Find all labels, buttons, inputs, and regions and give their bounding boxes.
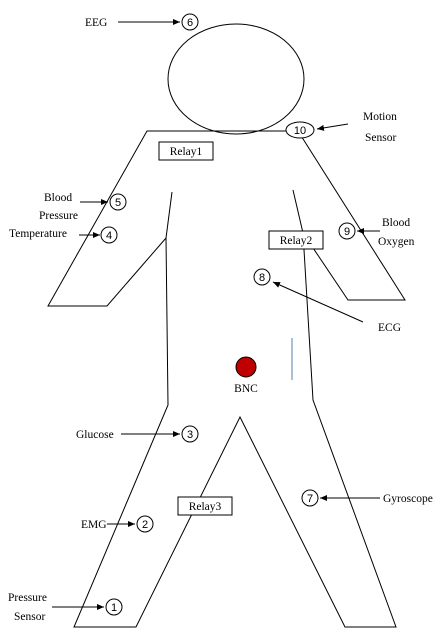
glucose-label: Glucose: [76, 429, 114, 441]
gyroscope-label: Gyroscope: [383, 493, 433, 505]
body-outline: [47, 130, 406, 628]
blood-pressure-label-line1: Blood: [44, 192, 72, 204]
sensor-5-marker: [109, 193, 127, 211]
sensor-4-marker: [100, 226, 118, 244]
sensor-10-marker: [285, 121, 315, 139]
sensor-1-marker: [105, 598, 123, 616]
sensor-6-number: 6: [187, 17, 193, 29]
ecg-label: ECG: [378, 322, 401, 334]
sensor-7-number: 7: [307, 493, 313, 505]
pressure-sensor-label-line1: Pressure: [8, 592, 47, 604]
bnc-dot: [235, 356, 257, 378]
sensor-6-marker: [181, 13, 199, 31]
sensor-3-marker: [181, 425, 199, 443]
blood-oxygen-label-line2: Oxygen: [378, 236, 415, 248]
sensor-8-marker: [253, 268, 271, 286]
sensor-1-number: 1: [111, 602, 117, 614]
relay2-label: Relay2: [280, 235, 313, 247]
sensor-2-number: 2: [142, 519, 148, 531]
sensor-9-marker: [338, 222, 356, 240]
relay1-label: Relay1: [170, 146, 203, 158]
sensor-2-marker: [136, 515, 154, 533]
sensor-9-number: 9: [344, 226, 350, 238]
motion-label-line2: Sensor: [365, 132, 396, 144]
head-outline: [167, 23, 305, 135]
sensor-7-marker: [301, 489, 319, 507]
bnc-label: BNC: [234, 383, 258, 395]
left-arm-inner-line: [165, 191, 173, 239]
pressure-sensor-label-line2: Sensor: [14, 611, 45, 623]
emg-label: EMG: [81, 519, 107, 531]
right-arm-inner-line: [292, 189, 304, 234]
motion-arrow: [316, 123, 349, 131]
blood-oxygen-label-line1: Blood: [382, 217, 410, 229]
sensor-5-number: 5: [115, 197, 121, 209]
sensor-10-number: 10: [294, 125, 306, 137]
sensor-8-number: 8: [259, 272, 265, 284]
relay2-box: Relay2: [268, 230, 324, 250]
relay3-label: Relay3: [189, 501, 222, 513]
motion-label-line1: Motion: [363, 111, 397, 123]
ecg-arrow: [272, 281, 364, 323]
eeg-label: EEG: [85, 17, 107, 29]
sensor-4-number: 4: [106, 230, 112, 242]
temperature-label: Temperature: [9, 228, 67, 240]
relay1-box: Relay1: [158, 141, 214, 161]
blood-pressure-label-line2: Pressure: [39, 210, 78, 222]
relay3-box: Relay3: [177, 496, 233, 516]
sensor-3-number: 3: [187, 429, 193, 441]
